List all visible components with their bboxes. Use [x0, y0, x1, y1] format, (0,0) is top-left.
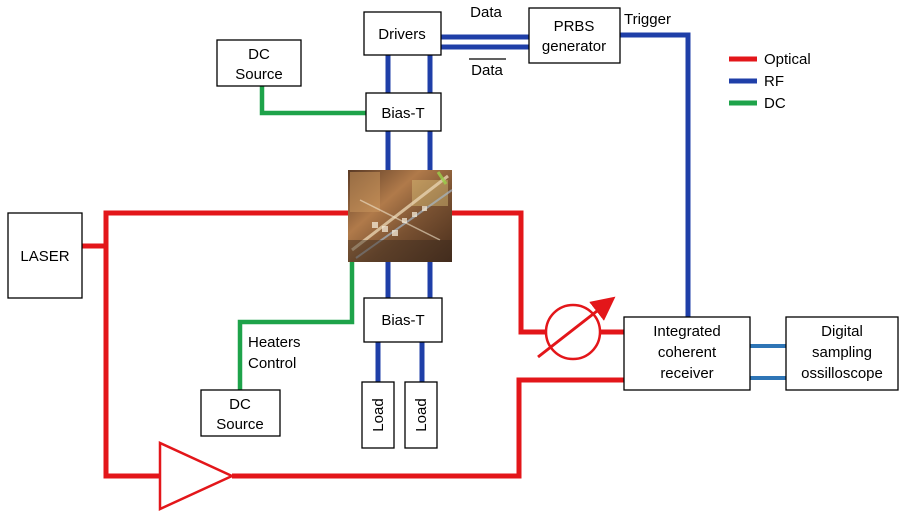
optical-laser-to-chip: [82, 210, 350, 249]
svg-text:ossilloscope: ossilloscope: [801, 365, 883, 382]
legend-label-dc: DC: [764, 95, 786, 112]
dc-heaters-line: [237, 262, 355, 390]
svg-text:DC: DC: [248, 46, 270, 63]
dc-top-source-to-bias: [259, 86, 366, 116]
dc-source-top-block: DC Source: [216, 39, 302, 87]
svg-text:Source: Source: [235, 66, 283, 83]
bias-t-top-block: Bias-T: [365, 92, 442, 132]
dc-paths: [237, 86, 366, 390]
svg-text:Load: Load: [413, 398, 430, 431]
drivers-block: Drivers: [363, 11, 442, 56]
variable-attenuator-icon: [537, 296, 616, 361]
legend: Optical RF DC: [729, 51, 811, 112]
svg-text:sampling: sampling: [812, 344, 872, 361]
svg-text:Data: Data: [471, 62, 503, 79]
sampling-oscilloscope-block: Digital sampling ossilloscope: [785, 316, 899, 391]
svg-text:Digital: Digital: [821, 323, 863, 340]
prbs-generator-block: PRBS generator: [528, 7, 621, 64]
optical-amp-to-receiver: [232, 377, 624, 479]
svg-text:coherent: coherent: [658, 344, 717, 361]
data-bar-label: Data: [469, 58, 506, 79]
load-2-block: Load: [404, 381, 438, 449]
svg-text:Bias-T: Bias-T: [381, 105, 424, 122]
heaters-control-label-line2: Control: [248, 355, 296, 372]
optical-amplifier-triangle-icon: [158, 441, 236, 511]
svg-text:generator: generator: [542, 38, 606, 55]
rf-paths: [375, 32, 786, 382]
svg-text:PRBS: PRBS: [554, 18, 595, 35]
optical-split-down: [103, 246, 160, 479]
dc-source-bottom-block: DC Source: [200, 389, 281, 437]
legend-label-optical: Optical: [764, 51, 811, 68]
svg-text:DC: DC: [229, 396, 251, 413]
coherent-receiver-block: Integrated coherent receiver: [623, 316, 751, 391]
photonic-chip-photo-icon: [348, 170, 453, 262]
svg-text:Bias-T: Bias-T: [381, 312, 424, 329]
svg-text:LASER: LASER: [20, 248, 69, 265]
rf-trigger-line: [620, 32, 691, 317]
svg-text:Load: Load: [370, 398, 387, 431]
svg-text:receiver: receiver: [660, 365, 713, 382]
heaters-control-label-line1: Heaters: [248, 334, 301, 351]
legend-label-rf: RF: [764, 73, 784, 90]
data-label: Data: [470, 4, 502, 21]
optical-paths: [82, 210, 624, 479]
bias-t-bottom-block: Bias-T: [363, 297, 443, 343]
load-1-block: Load: [361, 381, 395, 449]
trigger-label: Trigger: [624, 11, 671, 28]
svg-text:Drivers: Drivers: [378, 26, 426, 43]
svg-text:Source: Source: [216, 416, 264, 433]
svg-text:Integrated: Integrated: [653, 323, 721, 340]
optical-chip-to-attenuator: [452, 210, 546, 335]
laser-block: LASER: [7, 212, 83, 299]
